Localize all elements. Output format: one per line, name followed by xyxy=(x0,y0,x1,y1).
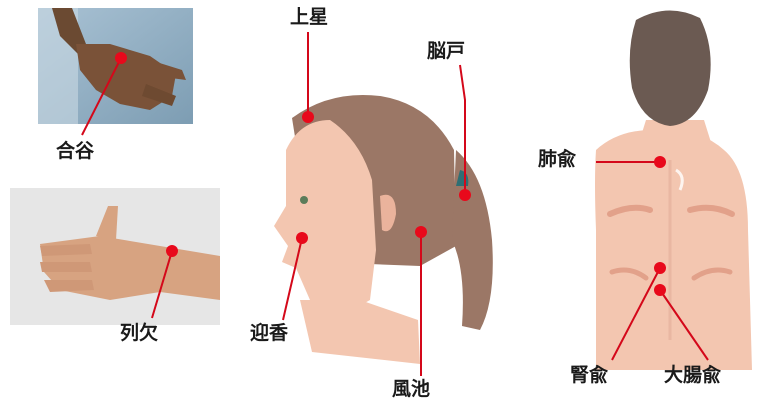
point-josei xyxy=(302,111,314,123)
label-fuchi: 風池 xyxy=(392,380,430,399)
point-geiko xyxy=(296,232,308,244)
label-gokoku: 合谷 xyxy=(56,142,94,161)
point-daichoyu xyxy=(654,284,666,296)
head-side-illustration xyxy=(274,95,493,364)
hand-photo-gokoku xyxy=(38,8,193,124)
label-daichoyu: 大腸兪 xyxy=(664,366,721,385)
label-josei: 上星 xyxy=(290,8,328,27)
point-fuchi xyxy=(415,226,427,238)
point-noko xyxy=(459,189,471,201)
label-jinyu: 腎兪 xyxy=(570,366,608,385)
label-geiko: 迎香 xyxy=(250,324,288,343)
label-noko: 脳戸 xyxy=(427,42,465,61)
point-gokoku xyxy=(115,52,127,64)
label-rekketsu: 列欠 xyxy=(120,324,158,343)
point-rekketsu xyxy=(166,245,178,257)
back-illustration xyxy=(595,10,752,370)
point-haiyu xyxy=(654,156,666,168)
wrist-photo-rekketsu xyxy=(10,188,220,325)
point-jinyu xyxy=(654,262,666,274)
label-haiyu: 肺兪 xyxy=(538,150,576,169)
